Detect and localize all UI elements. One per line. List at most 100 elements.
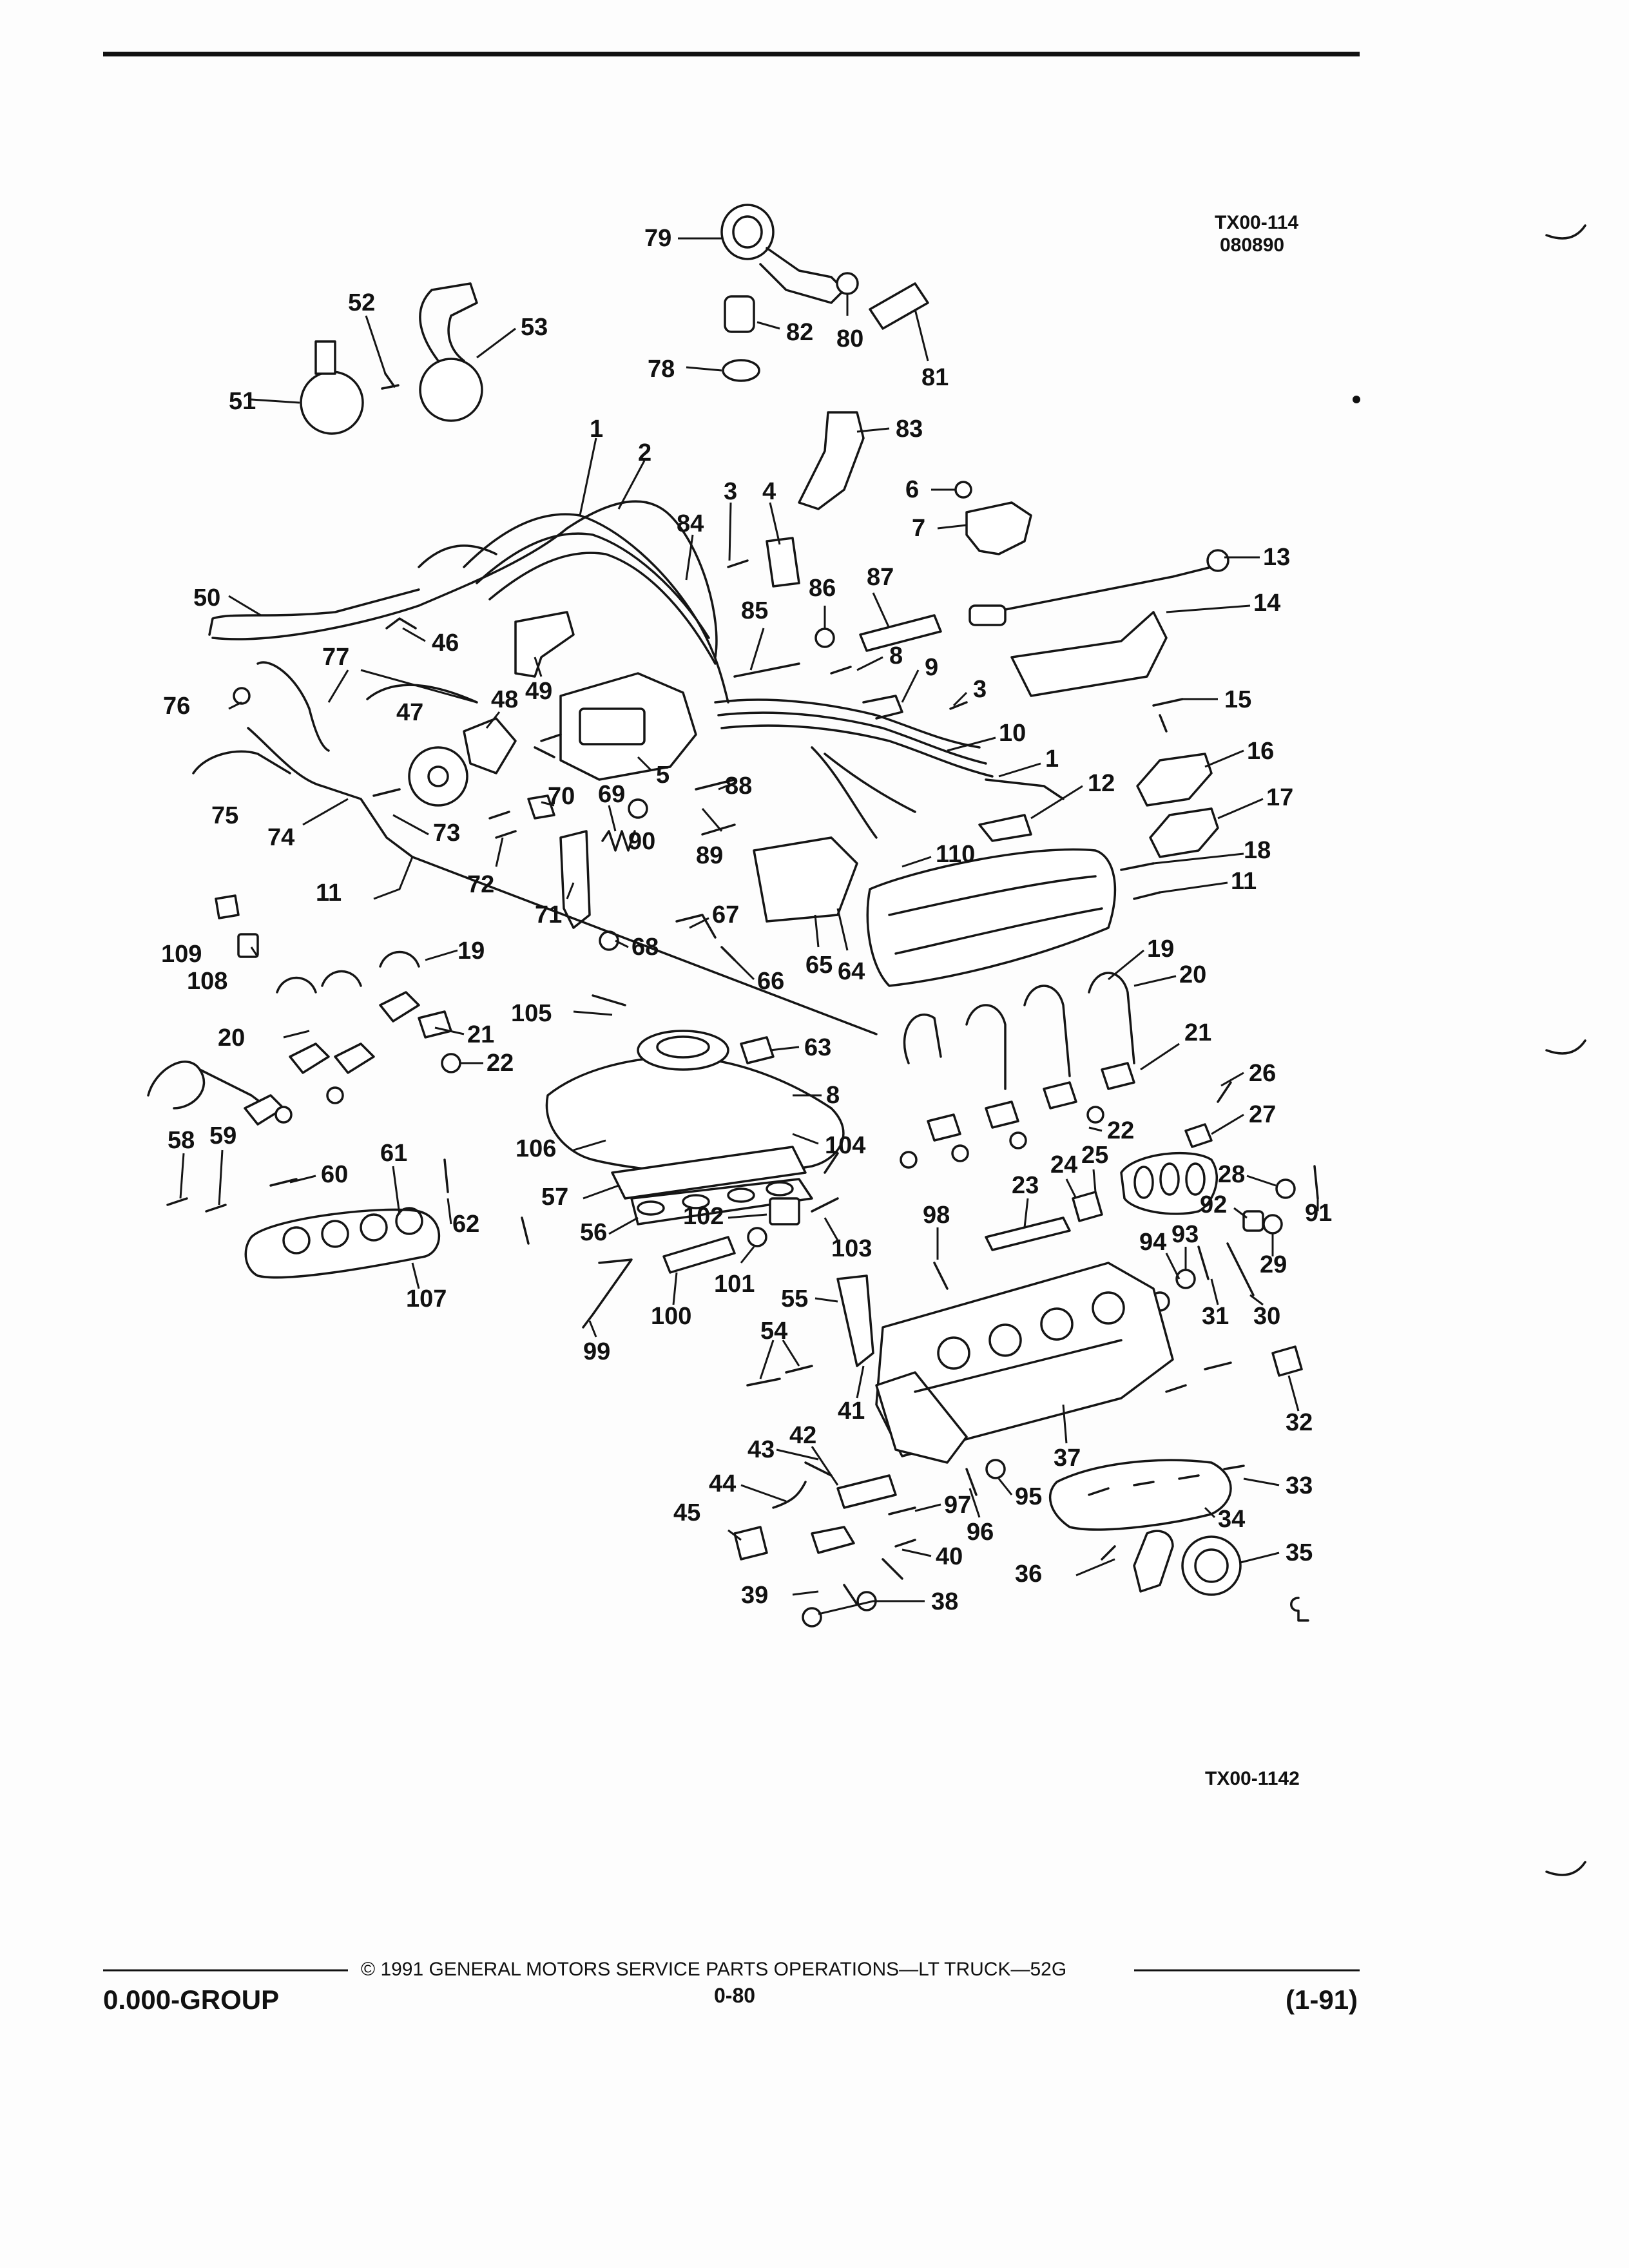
callout-109: 109 [161, 941, 202, 968]
callout-17: 17 [1266, 784, 1293, 811]
callout-58: 58 [168, 1127, 195, 1154]
callout-59: 59 [209, 1122, 236, 1149]
callout-22: 22 [487, 1050, 514, 1077]
callout-19: 19 [458, 937, 485, 965]
callout-32: 32 [1286, 1409, 1313, 1436]
callout-99: 99 [583, 1338, 610, 1365]
callout-78: 78 [648, 356, 675, 383]
callout-25: 25 [1081, 1142, 1108, 1169]
callout-11: 11 [1231, 868, 1257, 895]
callout-41: 41 [838, 1398, 865, 1425]
callout-95: 95 [1015, 1483, 1042, 1510]
callout-3: 3 [724, 478, 737, 505]
callout-31: 31 [1202, 1303, 1229, 1330]
callout-62: 62 [452, 1211, 479, 1238]
callout-10: 10 [999, 720, 1026, 747]
callout-69: 69 [598, 781, 625, 808]
callout-34: 34 [1218, 1506, 1245, 1533]
callout-12: 12 [1088, 770, 1115, 797]
callout-84: 84 [677, 510, 704, 537]
binder-mark [1545, 1039, 1586, 1055]
callout-65: 65 [805, 952, 833, 979]
callout-14: 14 [1253, 590, 1280, 617]
callout-54: 54 [760, 1318, 787, 1345]
callout-57: 57 [541, 1184, 568, 1211]
drawing-code: TX00-114 [1215, 212, 1298, 233]
callout-35: 35 [1286, 1539, 1313, 1566]
callout-64: 64 [838, 958, 865, 985]
callout-63: 63 [804, 1034, 831, 1061]
callout-20: 20 [1179, 961, 1206, 988]
callout-53: 53 [521, 314, 548, 341]
callout-44: 44 [709, 1470, 736, 1497]
cu-mark [1290, 1597, 1309, 1622]
callout-37: 37 [1054, 1445, 1081, 1472]
callout-88: 88 [725, 773, 752, 800]
callout-19: 19 [1147, 936, 1174, 963]
callout-90: 90 [628, 828, 655, 855]
callout-18: 18 [1244, 837, 1271, 864]
callout-labels: 79 82 80 81 78 52 53 51 83 1 2 3 4 84 6 … [161, 225, 1332, 1615]
callout-94: 94 [1139, 1229, 1166, 1256]
callout-20: 20 [218, 1024, 245, 1052]
callout-8: 8 [826, 1082, 840, 1109]
callout-100: 100 [651, 1303, 691, 1330]
callout-103: 103 [831, 1235, 872, 1262]
callout-76: 76 [163, 693, 190, 720]
callout-15: 15 [1224, 686, 1251, 713]
callout-93: 93 [1171, 1221, 1199, 1248]
callout-21: 21 [467, 1021, 494, 1048]
callout-42: 42 [789, 1422, 816, 1449]
callout-30: 30 [1253, 1303, 1280, 1330]
callout-77: 77 [322, 644, 349, 671]
callout-66: 66 [757, 968, 784, 995]
page-dot [1353, 396, 1360, 403]
callout-101: 101 [714, 1271, 755, 1298]
binder-mark [1545, 1861, 1586, 1876]
callout-67: 67 [712, 901, 739, 928]
callout-23: 23 [1012, 1172, 1039, 1199]
callout-49: 49 [525, 678, 552, 705]
callout-3: 3 [973, 676, 987, 703]
callout-36: 36 [1015, 1561, 1042, 1588]
callout-50: 50 [193, 584, 220, 611]
callout-73: 73 [433, 820, 460, 847]
revision-date: (1-91) [1286, 1984, 1358, 2015]
callout-21: 21 [1184, 1019, 1211, 1046]
callout-81: 81 [921, 364, 949, 391]
callout-91: 91 [1305, 1200, 1332, 1227]
callout-24: 24 [1050, 1151, 1077, 1178]
callout-68: 68 [631, 934, 659, 961]
callout-61: 61 [380, 1140, 407, 1167]
drawing-date-code: 080890 [1220, 235, 1284, 256]
page-number: 0-80 [714, 1984, 755, 2007]
group-label: 0.000-GROUP [103, 1984, 279, 2015]
callout-89: 89 [696, 842, 723, 869]
callout-11: 110 [936, 841, 975, 868]
callout-105: 105 [511, 1000, 552, 1027]
callout-9: 9 [925, 654, 938, 681]
callout-28: 28 [1218, 1161, 1245, 1188]
callout-83: 83 [896, 416, 923, 443]
callout-55: 55 [781, 1285, 808, 1312]
callout-leaders [179, 237, 1319, 1615]
callout-98: 98 [923, 1202, 950, 1229]
callout-1: 1 [590, 416, 603, 443]
callout-16: 16 [1247, 738, 1274, 765]
callout-47: 47 [396, 699, 423, 726]
callout-40: 40 [936, 1543, 963, 1570]
callout-8: 8 [889, 642, 903, 669]
callout-80: 80 [836, 325, 863, 352]
callout-33: 33 [1286, 1472, 1313, 1499]
callout-52: 52 [348, 289, 375, 316]
callout-46: 46 [432, 629, 459, 657]
callout-87: 87 [867, 564, 894, 591]
callout-2: 2 [638, 439, 651, 466]
callout-82: 82 [786, 319, 813, 346]
callout-39: 39 [741, 1582, 768, 1609]
callout-26: 26 [1249, 1060, 1276, 1087]
callout-70: 70 [548, 783, 575, 810]
callout-7: 7 [912, 515, 925, 542]
